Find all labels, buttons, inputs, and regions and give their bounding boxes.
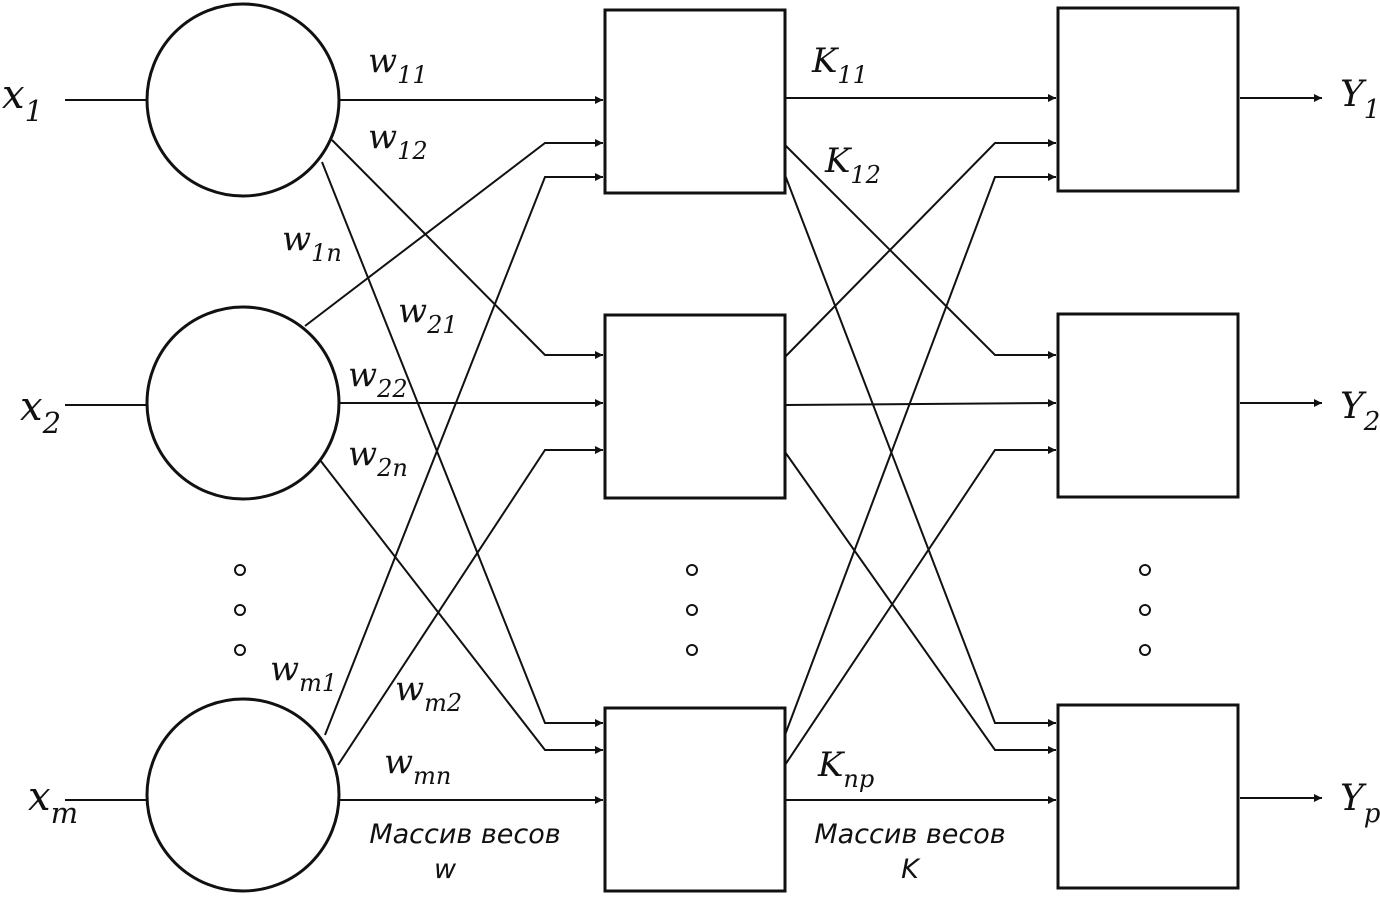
weight-label-w11-sub: 11 — [397, 61, 428, 89]
caption-w-array-title: Массив весов — [369, 819, 560, 850]
weight-label-w1n-base: w — [282, 219, 311, 259]
edge-k22 — [784, 399, 1057, 408]
input-label-1: x1 — [2, 72, 43, 128]
ellipsis-dot-1-2 — [234, 604, 246, 616]
connections-layer — [65, 94, 1322, 804]
weight-label-w12-sub: 12 — [397, 137, 428, 165]
output-label-2: Y2 — [1340, 386, 1380, 437]
weight-label-Knp-sub: np — [843, 765, 874, 793]
output-neuron-3 — [1056, 703, 1240, 890]
nodes-layer — [145, 2, 1240, 893]
weight-label-w11: w11 — [368, 41, 428, 89]
weight-label-wmn-sub: mn — [413, 762, 451, 790]
ellipsis-dot-3-1 — [1139, 564, 1151, 576]
output-label-2-base: Y — [1340, 386, 1367, 427]
weight-label-w2n: w2n — [348, 434, 408, 482]
output-neuron-1 — [1056, 6, 1240, 193]
input-label-1-base: x — [2, 72, 25, 118]
weight-label-wmn-base: w — [384, 742, 413, 782]
weight-label-K12-base: K — [824, 141, 853, 181]
weight-label-wmn: wmn — [384, 742, 451, 790]
weight-label-Knp: Knp — [817, 745, 874, 793]
weight-label-w12: w12 — [368, 117, 428, 165]
output-label-2-sub: 2 — [1363, 407, 1380, 437]
edge-k21 — [784, 139, 1056, 358]
ellipsis-dot-3-2 — [1139, 604, 1151, 616]
input-label-1-sub: 1 — [25, 94, 43, 128]
output-label-1-sub: 1 — [1364, 95, 1380, 125]
weight-label-wm1: wm1 — [270, 649, 337, 697]
edge-w21 — [304, 139, 603, 327]
weight-label-w21-sub: 21 — [426, 311, 458, 339]
output-label-3: Yp — [1340, 778, 1380, 829]
ellipsis-dot-2-1 — [686, 564, 698, 576]
input-label-2: x2 — [20, 384, 61, 440]
weight-label-w21-base: w — [398, 291, 427, 331]
edge-kn2 — [784, 446, 1056, 766]
weight-label-w2n-sub: 2n — [376, 454, 408, 482]
weight-label-K11: K11 — [811, 41, 868, 89]
edge-wm1 — [324, 173, 603, 736]
weight-label-w11-base: w — [368, 41, 397, 81]
weight-label-w22-base: w — [348, 355, 377, 395]
output-label-3-base: Y — [1340, 778, 1367, 819]
input-label-2-base: x — [20, 384, 43, 430]
input-label-3-sub: m — [51, 796, 79, 830]
weight-label-Knp-base: K — [817, 745, 846, 785]
ellipsis-dot-1-3 — [234, 644, 246, 656]
weight-label-wm1-sub: m1 — [299, 669, 337, 697]
input-label-3: xm — [28, 774, 78, 830]
ellipsis-dot-3-3 — [1139, 644, 1151, 656]
weight-label-wm2: wm2 — [395, 669, 462, 717]
hidden-neuron-1 — [603, 8, 787, 195]
edge-kn1 — [784, 173, 1056, 736]
edge-k1p — [784, 174, 1056, 727]
weight-label-wm1-base: w — [270, 649, 299, 689]
weight-label-wm2-sub: m2 — [424, 689, 462, 717]
hidden-neuron-2 — [603, 313, 787, 500]
output-label-1-base: Y — [1340, 74, 1367, 115]
weight-label-wm2-base: w — [395, 669, 424, 709]
output-label-1: Y1 — [1340, 74, 1380, 125]
input-label-3-base: x — [28, 774, 51, 820]
weight-label-w1n-sub: 1n — [311, 239, 342, 267]
input-neuron-2 — [145, 305, 341, 501]
ellipsis-dot-2-3 — [686, 644, 698, 656]
edge-w1n — [321, 161, 603, 727]
ellipsis-dot-1-1 — [234, 564, 246, 576]
weight-label-K11-base: K — [811, 41, 840, 81]
weight-label-w12-base: w — [368, 117, 397, 157]
input-neuron-3 — [145, 697, 341, 893]
output-neuron-2 — [1056, 312, 1240, 499]
weight-label-w22-sub: 22 — [376, 375, 408, 403]
weight-label-K11-sub: 11 — [837, 61, 868, 89]
edge-k12 — [784, 144, 1056, 359]
weight-label-w22: w22 — [348, 355, 408, 403]
caption-w-array-symbol: w — [434, 854, 457, 885]
edge-w12 — [331, 139, 603, 359]
weight-label-K12-sub: 12 — [850, 161, 881, 189]
weight-label-w2n-base: w — [348, 434, 377, 474]
weight-label-w1n: w1n — [282, 219, 342, 267]
hidden-neuron-3 — [603, 706, 787, 893]
input-neuron-1 — [145, 2, 341, 198]
caption-k-array-symbol: K — [901, 854, 921, 885]
weight-label-K12: K12 — [824, 141, 881, 189]
caption-k-array-title: Массив весов — [814, 819, 1005, 850]
ellipsis-dot-2-2 — [686, 604, 698, 616]
edge-wm2 — [337, 446, 603, 766]
output-label-3-sub: p — [1364, 799, 1380, 829]
input-label-2-sub: 2 — [42, 406, 61, 440]
weight-label-w21: w21 — [398, 291, 458, 339]
